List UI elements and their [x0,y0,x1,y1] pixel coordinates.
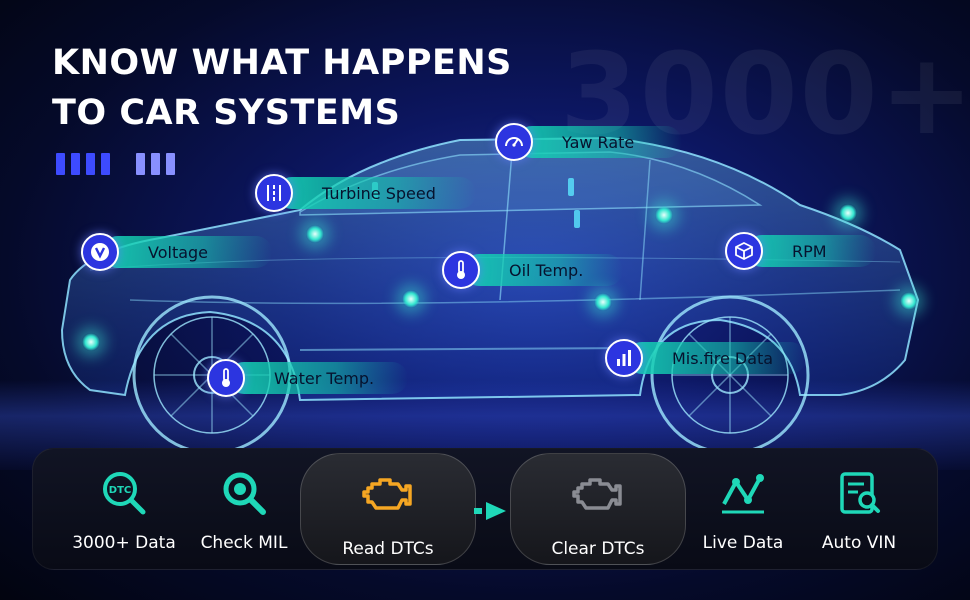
feature-panel [32,448,938,570]
headline-line-2: TO CAR SYSTEMS [52,93,401,133]
thermometer-icon [442,251,480,289]
bar [101,153,110,175]
sensor-label: Turbine Speed [322,183,436,203]
dtc-badge-text: DTC [109,485,131,496]
decorative-bars [56,153,175,175]
bar-chart-icon [605,339,643,377]
feature-auto-vin: Auto VIN [804,468,914,553]
sensor-tag-water-temp: Water Temp. [228,362,408,394]
bar [151,153,160,175]
feature-label: Clear DTCs [551,539,645,559]
feature-label: Check MIL [200,533,288,553]
sensor-tag-voltage: Voltage [102,236,272,268]
feature-3000-data: DTC 3000+ Data [62,468,186,553]
sensor-dot [306,225,324,243]
feature-live-data: Live Data [690,468,796,553]
bar [71,153,80,175]
sensor-label: RPM [792,241,827,261]
dtc-search-icon: DTC [103,472,146,515]
feature-label: Read DTCs [342,539,434,559]
sensor-label: Yaw Rate [562,132,635,152]
check-engine-icon [362,478,412,510]
feature-label: Auto VIN [821,533,897,553]
sensor-label: Voltage [148,242,209,262]
bar [136,153,145,175]
headline: KNOW WHAT HAPPENS TO CAR SYSTEMS [52,38,512,138]
check-engine-icon [572,478,622,510]
headline-line-1: KNOW WHAT HAPPENS [52,43,512,83]
sensor-dot [82,333,100,351]
sensor-label: Oil Temp. [509,260,584,280]
sensor-tag-turbine-speed: Turbine Speed [276,177,476,209]
line-graph-icon [722,474,764,514]
sensor-dot [839,204,857,222]
turbine-icon [255,174,293,212]
magnifier-icon [223,472,266,515]
feature-read-dtcs: Read DTCs [318,470,458,559]
sensor-tag-misfire-data: Mis.fire Data [626,342,806,374]
sensor-dot [655,206,673,224]
sensor-dot [594,293,612,311]
voltage-icon [81,233,119,271]
sensor-dot [402,290,420,308]
sensor-label: Water Temp. [274,368,375,388]
sensor-tag-rpm: RPM [746,235,876,267]
bar [86,153,95,175]
document-search-icon [840,472,880,514]
feature-label: Live Data [702,533,784,553]
sensor-label: Mis.fire Data [672,348,774,368]
feature-clear-dtcs: Clear DTCs [528,470,668,559]
bar [166,153,175,175]
speedometer-icon [495,123,533,161]
feature-label: 3000+ Data [72,533,176,553]
sensor-dot [900,292,918,310]
sensor-tag-oil-temp: Oil Temp. [463,254,623,286]
thermometer-icon [207,359,245,397]
arrow-right-icon [474,502,506,520]
engine-block-icon [725,232,763,270]
sensor-tag-yaw-rate: Yaw Rate [516,126,682,158]
bar [56,153,65,175]
feature-check-mil: Check MIL [186,468,302,553]
